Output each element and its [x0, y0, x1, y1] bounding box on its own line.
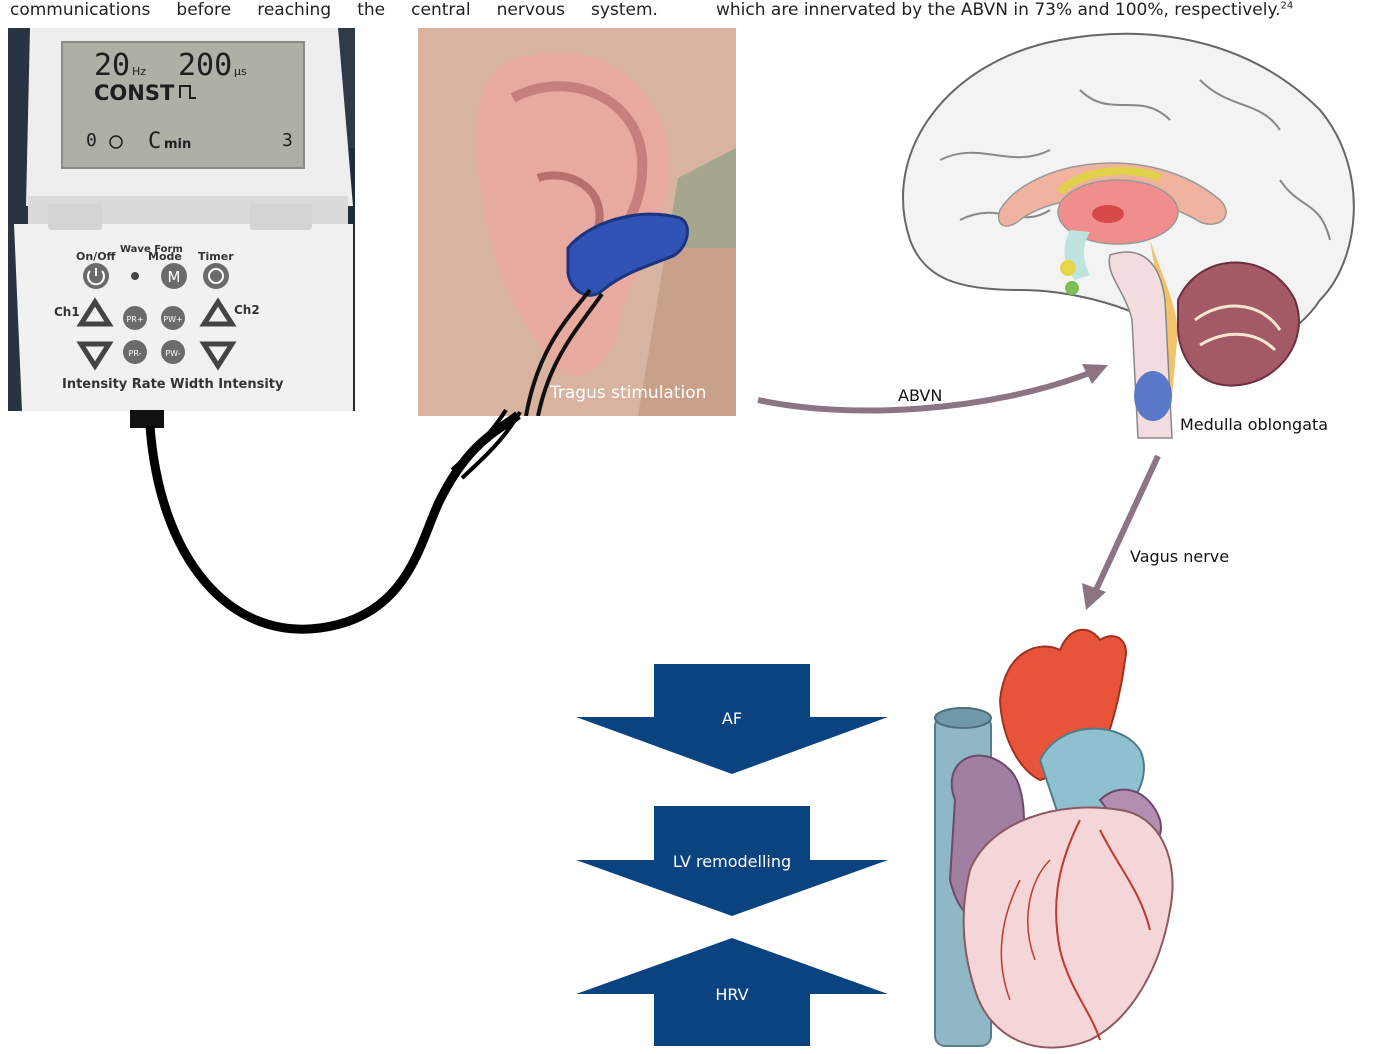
device-bottom-caption: Intensity Rate Width Intensity: [62, 377, 284, 392]
header-word: communications: [10, 0, 150, 20]
header-word: the: [357, 0, 385, 20]
citation-superscript: 24: [1281, 0, 1294, 11]
ear-tragus-illustration: [418, 28, 736, 416]
abvn-label: ABVN: [898, 386, 942, 405]
vagus-nerve-arrow: [1096, 456, 1158, 590]
header-text-right: which are innervated by the ABVN in 73% …: [716, 0, 1293, 20]
timer-button[interactable]: [203, 263, 229, 289]
medulla-oblongata-label: Medulla oblongata: [1180, 415, 1328, 434]
header-word: central: [411, 0, 470, 20]
header-text-left: communications before reaching the centr…: [10, 0, 658, 20]
vagus-nerve-label: Vagus nerve: [1130, 547, 1229, 566]
header-word: system.: [591, 0, 658, 20]
header-text-right-body: which are innervated by the ABVN in 73% …: [716, 0, 1281, 20]
lcd-timer: C: [148, 129, 161, 154]
lcd-pulse-width: 200: [178, 48, 232, 83]
lcd-frequency: 20: [94, 48, 130, 83]
stimulator-device-photo: 20 Hz 200 μs CONST 0 C min 3 On/Off Wave…: [8, 28, 355, 411]
channel-1-label: Ch1: [54, 305, 80, 319]
on-off-label: On/Off: [76, 250, 116, 263]
header-word: before: [176, 0, 231, 20]
heart-illustration: [935, 630, 1173, 1048]
abvn-arrowhead: [1082, 364, 1108, 384]
ear-photo: Tragus stimulation: [418, 28, 736, 416]
pr-plus-label: PR+: [126, 315, 143, 324]
stimulator-device-illustration: 20 Hz 200 μs CONST 0 C min 3 On/Off Wave…: [8, 28, 355, 411]
lcd-pulse-width-unit: μs: [234, 65, 247, 78]
pr-minus-label: PR-: [129, 349, 142, 358]
medulla-oblongata-marker: [1134, 371, 1172, 421]
lcd-channel-1: 0: [86, 130, 97, 151]
lcd-frequency-unit: Hz: [132, 65, 146, 78]
effect-label-af: AF: [652, 709, 812, 728]
mode-label: Mode: [148, 250, 182, 263]
header-word: nervous: [497, 0, 565, 20]
effect-label-hrv: HRV: [652, 985, 812, 1004]
timer-label: Timer: [198, 250, 234, 263]
channel-2-label: Ch2: [234, 303, 260, 317]
header-word: reaching: [257, 0, 331, 20]
pw-minus-label: PW-: [165, 349, 180, 358]
device-cable: [150, 415, 518, 629]
effect-label-lv-remodelling: LV remodelling: [652, 852, 812, 871]
brain-illustration: [903, 34, 1354, 438]
tragus-stimulation-label: Tragus stimulation: [550, 383, 706, 403]
mode-button-letter: M: [168, 268, 181, 286]
lcd-timer-unit: min: [164, 137, 191, 152]
cable-plug: [130, 410, 164, 428]
lcd-mode: CONST: [94, 81, 175, 105]
wave-form-button[interactable]: [131, 272, 139, 280]
vagus-nerve-arrowhead: [1082, 583, 1106, 610]
pw-plus-label: PW+: [163, 315, 182, 324]
lcd-channel-2: 3: [282, 130, 293, 151]
